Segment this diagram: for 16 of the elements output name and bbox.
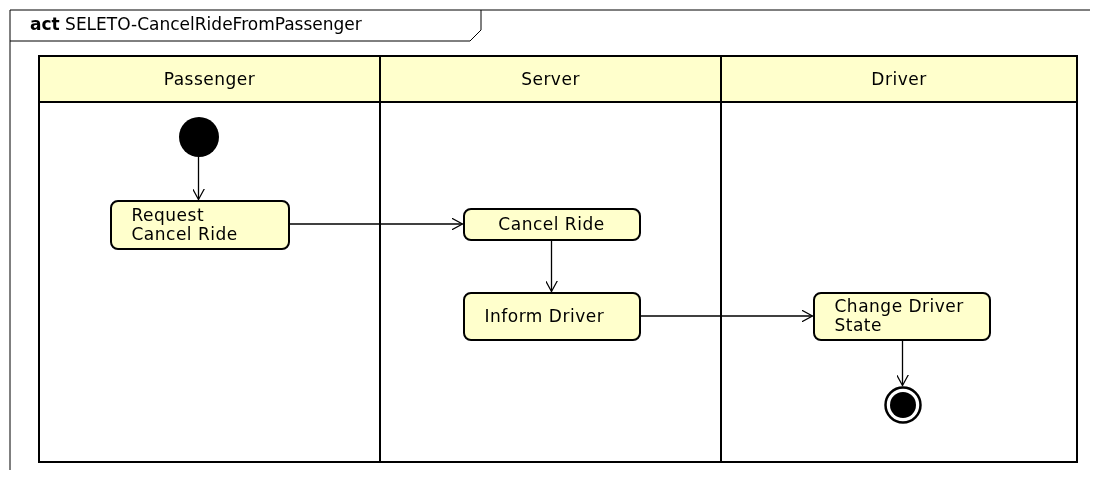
- arrow: [639, 309, 814, 323]
- arrow: [544, 239, 559, 293]
- arrow: [288, 217, 464, 231]
- action-box: Change Driver State: [812, 291, 991, 341]
- swimlane: [38, 55, 381, 463]
- swimlane: [720, 55, 1078, 463]
- action-box: Request Cancel Ride: [109, 199, 290, 250]
- arrow: [191, 155, 206, 201]
- action-box: Inform Driver: [462, 291, 641, 341]
- action-box: Cancel Ride: [462, 207, 641, 241]
- arrow: [895, 339, 910, 387]
- swimlane: [379, 55, 722, 463]
- lane-header: Passenger: [40, 57, 379, 103]
- lane-header: Server: [381, 57, 720, 103]
- diagram-title: act SELETO-CancelRideFromPassenger: [30, 14, 362, 34]
- lane-header: Driver: [722, 57, 1076, 103]
